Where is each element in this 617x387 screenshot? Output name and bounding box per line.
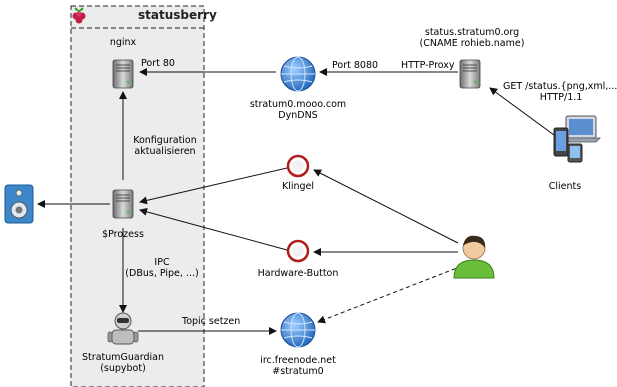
- konfiguration-label-line2: aktualisieren: [134, 146, 196, 157]
- dyndns-label-line2: DynDNS: [278, 110, 318, 121]
- edge-klingel: [139, 167, 288, 205]
- irc-label-line1: irc.freenode.net: [260, 355, 336, 366]
- raspberry-icon: [72, 7, 86, 24]
- proxy-label-line1: status.stratum0.org: [424, 27, 520, 38]
- stratumguardian-label-line1: StratumGuardian: [82, 352, 164, 363]
- konfiguration-label-line1: Konfiguration: [133, 135, 197, 146]
- speaker-icon: [4, 184, 34, 224]
- nginx-label: nginx: [109, 37, 137, 48]
- get-label-line2: HTTP/1.1: [539, 92, 583, 103]
- server-icon: [112, 189, 134, 219]
- port80-label: Port 80: [141, 58, 175, 69]
- http-proxy-label: HTTP-Proxy: [401, 60, 455, 71]
- devices-icon: [553, 115, 601, 163]
- sensor-icon: [286, 239, 310, 263]
- globe-icon: [280, 56, 316, 92]
- proxy-label-line2: (CNAME rohieb.name): [419, 38, 525, 49]
- edge-user-irc: [317, 265, 463, 324]
- topic-label: Topic setzen: [182, 316, 241, 327]
- statusberry-container: [70, 5, 205, 387]
- edge-user-klingel: [313, 169, 459, 244]
- dyndns-label-line1: stratum0.mooo.com: [249, 99, 347, 110]
- server-icon: [112, 59, 134, 89]
- sensor-icon: [286, 154, 310, 178]
- get-label-line1: GET /status.{png,xml,...}: [503, 81, 617, 92]
- hardware-button-label: Hardware-Button: [257, 268, 339, 279]
- clients-label: Clients: [548, 181, 582, 192]
- klingel-label: Klingel: [281, 181, 315, 192]
- prozess-label: $Prozess: [102, 229, 144, 240]
- globe-icon: [280, 312, 316, 348]
- edge-get-request: [489, 87, 555, 136]
- ipc-label-line2: (DBus, Pipe, ...): [125, 268, 199, 279]
- port8080-label: Port 8080: [332, 60, 379, 71]
- edge-hardware-button: [139, 207, 288, 251]
- irc-label-line2: #stratum0: [272, 366, 324, 377]
- robot-icon: [107, 312, 139, 345]
- user-icon: [453, 235, 495, 279]
- container-title: statusberry: [138, 8, 217, 22]
- server-icon: [459, 59, 481, 89]
- stratumguardian-label-line2: (supybot): [100, 363, 146, 374]
- ipc-label-line1: IPC: [154, 257, 170, 268]
